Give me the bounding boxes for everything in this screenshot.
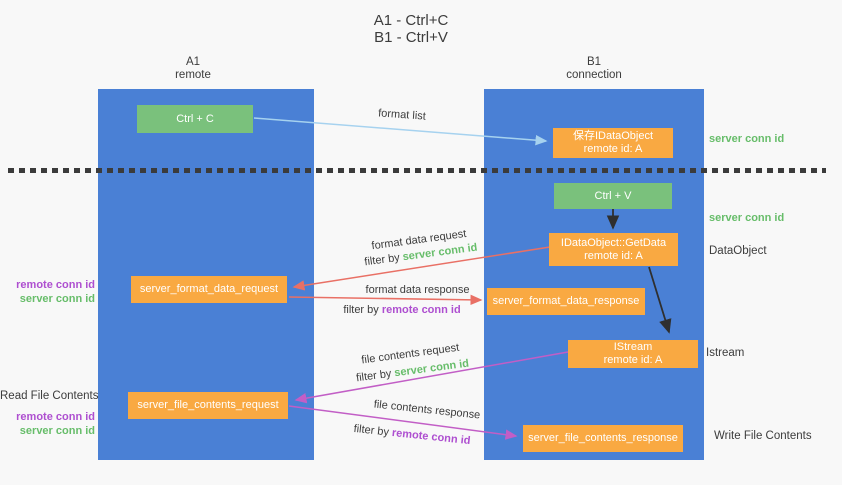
server-conn-id-text: server conn id <box>709 133 785 145</box>
annotation-dataobject: DataObject <box>709 245 767 257</box>
annotation-write-file-contents: Write File Contents <box>714 430 812 442</box>
label-format-data-response: format data response <box>365 284 470 296</box>
annotation-server-conn-id-top: server conn id <box>709 132 784 146</box>
annotation-conn-ids-2: remote conn id server conn id <box>0 410 95 438</box>
node-idataobject-getdata: IDataObject::GetData remote id: A <box>549 233 678 266</box>
header-a1: A1 <box>185 56 201 68</box>
arrow-format-data-response <box>288 294 483 306</box>
annotation-read-file-contents: Read File Contents <box>0 390 98 402</box>
label-filter-remote-conn-1: filter by remote conn id <box>343 304 461 316</box>
remote-conn-id-text: remote conn id <box>381 304 461 316</box>
node-getdata-line1: IDataObject::GetData <box>560 236 667 249</box>
label-file-contents-response: file contents response <box>372 398 483 421</box>
node-sfcresp-label: server_file_contents_response <box>528 432 678 444</box>
title-line-2: B1 - Ctrl+V <box>374 29 448 46</box>
label-file-contents-request: file contents request filter by server c… <box>347 338 475 388</box>
session-divider-dotted-line <box>8 168 826 173</box>
filter-by-text: filter by <box>363 251 404 269</box>
title-line-1: A1 - Ctrl+C <box>373 12 449 29</box>
label-format-list-text: format list <box>377 107 427 123</box>
label-fdresp-text: format data response <box>365 284 470 296</box>
node-save-idataobject-line1: 保存IDataObject <box>572 130 654 142</box>
node-ctrl-c: Ctrl + C <box>137 105 253 133</box>
annotation-conn-ids-1: remote conn id server conn id <box>0 278 95 306</box>
annotation-server-conn-id-mid: server conn id <box>709 211 784 225</box>
write-file-contents-text: Write File Contents <box>714 430 812 442</box>
label-filter-remote-conn-2: filter by remote conn id <box>352 423 473 447</box>
annotation-istream: Istream <box>706 347 744 359</box>
header-connection: connection <box>566 69 622 81</box>
diagram-title: A1 - Ctrl+C B1 - Ctrl+V <box>311 12 511 46</box>
dataobject-text: DataObject <box>709 245 767 257</box>
node-save-idataobject-line2: remote id: A <box>583 143 643 155</box>
node-sfdresp-label: server_format_data_response <box>492 295 640 307</box>
node-istream: IStream remote id: A <box>568 340 698 368</box>
filter-by-text: filter by <box>353 422 393 439</box>
header-b1: B1 <box>586 56 602 68</box>
node-sfdreq-label: server_format_data_request <box>139 283 279 295</box>
istream-text: Istream <box>706 347 745 359</box>
node-server-format-data-request: server_format_data_request <box>131 276 287 303</box>
node-ctrl-v: Ctrl + V <box>554 183 672 209</box>
header-remote: remote <box>175 69 211 81</box>
server-conn-id-text: server conn id <box>19 293 95 305</box>
remote-conn-id-text: remote conn id <box>391 426 471 448</box>
label-format-data-request: format data request filter by server con… <box>354 225 487 272</box>
node-server-file-contents-request: server_file_contents_request <box>128 392 288 419</box>
node-istream-line2: remote id: A <box>603 354 663 366</box>
filter-by-text: filter by <box>343 304 382 316</box>
label-format-list: format list <box>362 106 443 124</box>
label-fcresp-text: file contents response <box>373 398 481 422</box>
read-file-contents-text: Read File Contents <box>0 390 99 402</box>
remote-conn-id-text: remote conn id <box>16 411 95 423</box>
node-getdata-line2: remote id: A <box>584 249 643 262</box>
node-istream-line1: IStream <box>613 341 653 353</box>
column-header-b1-connection: B1 connection <box>549 56 639 82</box>
filter-by-text: filter by <box>355 367 396 385</box>
column-header-a1-remote: A1 remote <box>148 56 238 82</box>
node-save-idataobject: 保存IDataObject remote id: A <box>553 128 673 158</box>
node-server-file-contents-response: server_file_contents_response <box>523 425 683 452</box>
server-conn-id-text: server conn id <box>709 212 785 224</box>
node-server-format-data-response: server_format_data_response <box>487 288 645 315</box>
node-sfcreq-label: server_file_contents_request <box>137 399 279 411</box>
node-ctrl-c-label: Ctrl + C <box>176 112 214 125</box>
server-conn-id-text: server conn id <box>19 425 95 437</box>
node-ctrl-v-label: Ctrl + V <box>594 189 632 202</box>
remote-conn-id-text: remote conn id <box>16 279 95 291</box>
